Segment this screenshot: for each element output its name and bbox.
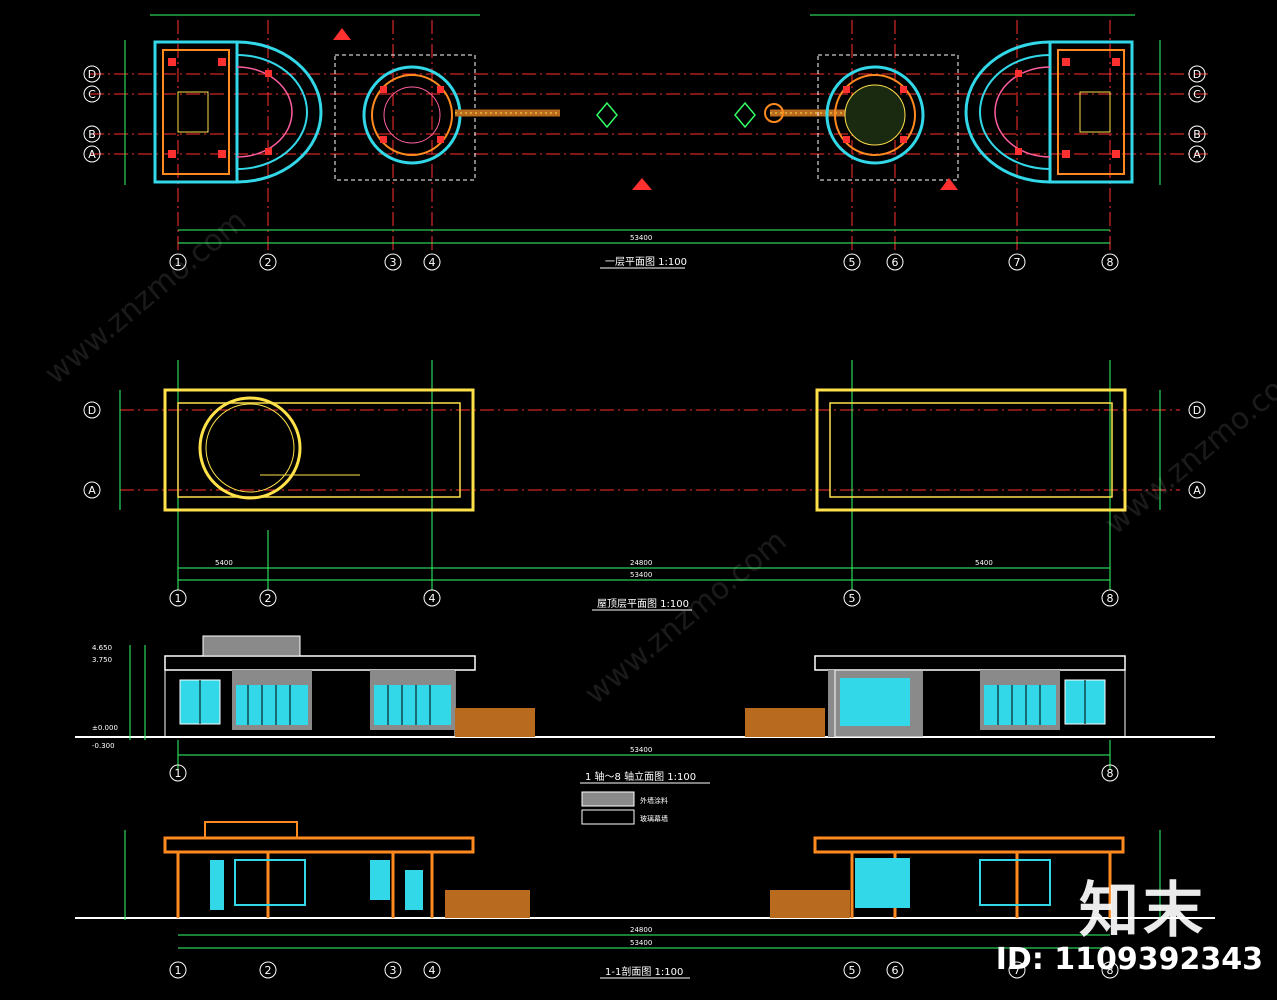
svg-text:1: 1 xyxy=(175,767,182,780)
svg-text:3: 3 xyxy=(390,256,397,269)
axis-bubble-B-left: B xyxy=(83,125,101,143)
svg-text:6: 6 xyxy=(892,256,899,269)
axis-bubble-A-right: A xyxy=(1188,145,1206,163)
dim-overall-section: 53400 xyxy=(630,939,652,947)
dim-right-span: 5400 xyxy=(975,559,993,567)
plan-title: 一层平面图 1:100 xyxy=(605,256,687,268)
section xyxy=(75,821,1215,949)
svg-text:7: 7 xyxy=(1014,256,1021,269)
legend-label-1: 外墙涂料 xyxy=(640,796,668,805)
svg-text:1: 1 xyxy=(175,964,182,977)
axis-bubble-1: 1 xyxy=(169,589,187,607)
elevation xyxy=(75,635,1215,825)
axis-bubbles-numbered: 1 2 3 4 5 6 7 8 1 2 4 5 8 1 8 1 2 3 4 5 6 7 8 xyxy=(169,253,1119,979)
dim-middle-section: 24800 xyxy=(630,926,652,934)
svg-text:8: 8 xyxy=(1107,964,1114,977)
svg-text:D: D xyxy=(1193,68,1201,81)
level-roof: 3.750 xyxy=(92,656,112,664)
roof-plan xyxy=(119,360,1180,590)
axis-bubble-8: 8 xyxy=(1101,764,1119,782)
axis-bubble-6: 6 xyxy=(886,961,904,979)
axis-bubble-4: 4 xyxy=(423,589,441,607)
axis-bubble-1: 1 xyxy=(169,764,187,782)
axis-bubble-roof-D-right: D xyxy=(1188,401,1206,419)
axis-bubble-1: 1 xyxy=(169,961,187,979)
svg-text:C: C xyxy=(1193,88,1201,101)
axis-bubble-2: 2 xyxy=(259,589,277,607)
svg-text:1: 1 xyxy=(175,256,182,269)
roof-title: 屋顶层平面图 1:100 xyxy=(597,598,689,610)
svg-text:5: 5 xyxy=(849,964,856,977)
svg-text:2: 2 xyxy=(265,592,272,605)
svg-text:3: 3 xyxy=(390,964,397,977)
axis-bubble-3: 3 xyxy=(384,961,402,979)
watermark-logo: 知末 xyxy=(1079,876,1207,946)
axis-bubble-D-right: D xyxy=(1188,65,1206,83)
axis-bubble-2: 2 xyxy=(259,961,277,979)
svg-text:A: A xyxy=(1193,484,1201,497)
svg-text:D: D xyxy=(88,68,96,81)
dim-overall-roof: 53400 xyxy=(630,571,652,579)
axis-bubble-A-left: A xyxy=(83,145,101,163)
level-ground: ±0.000 xyxy=(92,724,118,732)
svg-text:2: 2 xyxy=(265,256,272,269)
axis-bubble-5: 5 xyxy=(843,961,861,979)
svg-text:6: 6 xyxy=(892,964,899,977)
dim-overall-elev: 53400 xyxy=(630,746,652,754)
svg-text:C: C xyxy=(88,88,96,101)
axis-bubble-6: 6 xyxy=(886,253,904,271)
svg-text:4: 4 xyxy=(429,256,436,269)
axis-bubble-7: 7 xyxy=(1008,253,1026,271)
svg-text:8: 8 xyxy=(1107,256,1114,269)
axis-bubble-B-right: B xyxy=(1188,125,1206,143)
axis-bubble-4: 4 xyxy=(423,253,441,271)
svg-text:5: 5 xyxy=(849,592,856,605)
axis-bubble-5: 5 xyxy=(843,253,861,271)
axis-bubble-4: 4 xyxy=(423,961,441,979)
svg-text:B: B xyxy=(1193,128,1201,141)
elevation-title: 1 轴～8 轴立面图 1:100 xyxy=(585,770,696,783)
svg-text:2: 2 xyxy=(265,964,272,977)
axis-bubble-roof-D-left: D xyxy=(83,401,101,419)
dim-left-span: 5400 xyxy=(215,559,233,567)
axis-bubble-2: 2 xyxy=(259,253,277,271)
legend-label-2: 玻璃幕墙 xyxy=(640,814,668,823)
axis-bubble-8: 8 xyxy=(1101,253,1119,271)
svg-text:4: 4 xyxy=(429,592,436,605)
dim-middle-roof: 24800 xyxy=(630,559,652,567)
axis-bubble-C-right: C xyxy=(1188,85,1206,103)
axis-bubble-5: 5 xyxy=(843,589,861,607)
svg-text:A: A xyxy=(88,148,96,161)
svg-text:8: 8 xyxy=(1107,767,1114,780)
svg-text:A: A xyxy=(1193,148,1201,161)
axis-bubble-roof-A-right: A xyxy=(1188,481,1206,499)
dim-overall-plan: 53400 xyxy=(630,234,652,242)
svg-text:5: 5 xyxy=(849,256,856,269)
axis-bubble-D-left: D xyxy=(83,65,101,83)
svg-text:D: D xyxy=(1193,404,1201,417)
svg-text:A: A xyxy=(88,484,96,497)
level-below: -0.300 xyxy=(92,742,115,750)
svg-text:B: B xyxy=(88,128,96,141)
axis-bubble-7: 7 xyxy=(1008,961,1026,979)
axis-bubble-roof-A-left: A xyxy=(83,481,101,499)
watermark-id: ID: 1109392343 xyxy=(995,942,1263,977)
axis-bubble-8: 8 xyxy=(1101,961,1119,979)
section-title: 1-1剖面图 1:100 xyxy=(605,965,683,978)
ground-floor-plan xyxy=(90,14,1210,250)
svg-text:7: 7 xyxy=(1014,964,1021,977)
level-roof-top: 4.650 xyxy=(92,644,112,652)
axis-bubble-1: 1 xyxy=(169,253,187,271)
axis-bubble-8: 8 xyxy=(1101,589,1119,607)
svg-text:8: 8 xyxy=(1107,592,1114,605)
svg-text:4: 4 xyxy=(429,964,436,977)
axis-bubble-C-left: C xyxy=(83,85,101,103)
svg-text:1: 1 xyxy=(175,592,182,605)
axis-bubble-3: 3 xyxy=(384,253,402,271)
svg-text:D: D xyxy=(88,404,96,417)
